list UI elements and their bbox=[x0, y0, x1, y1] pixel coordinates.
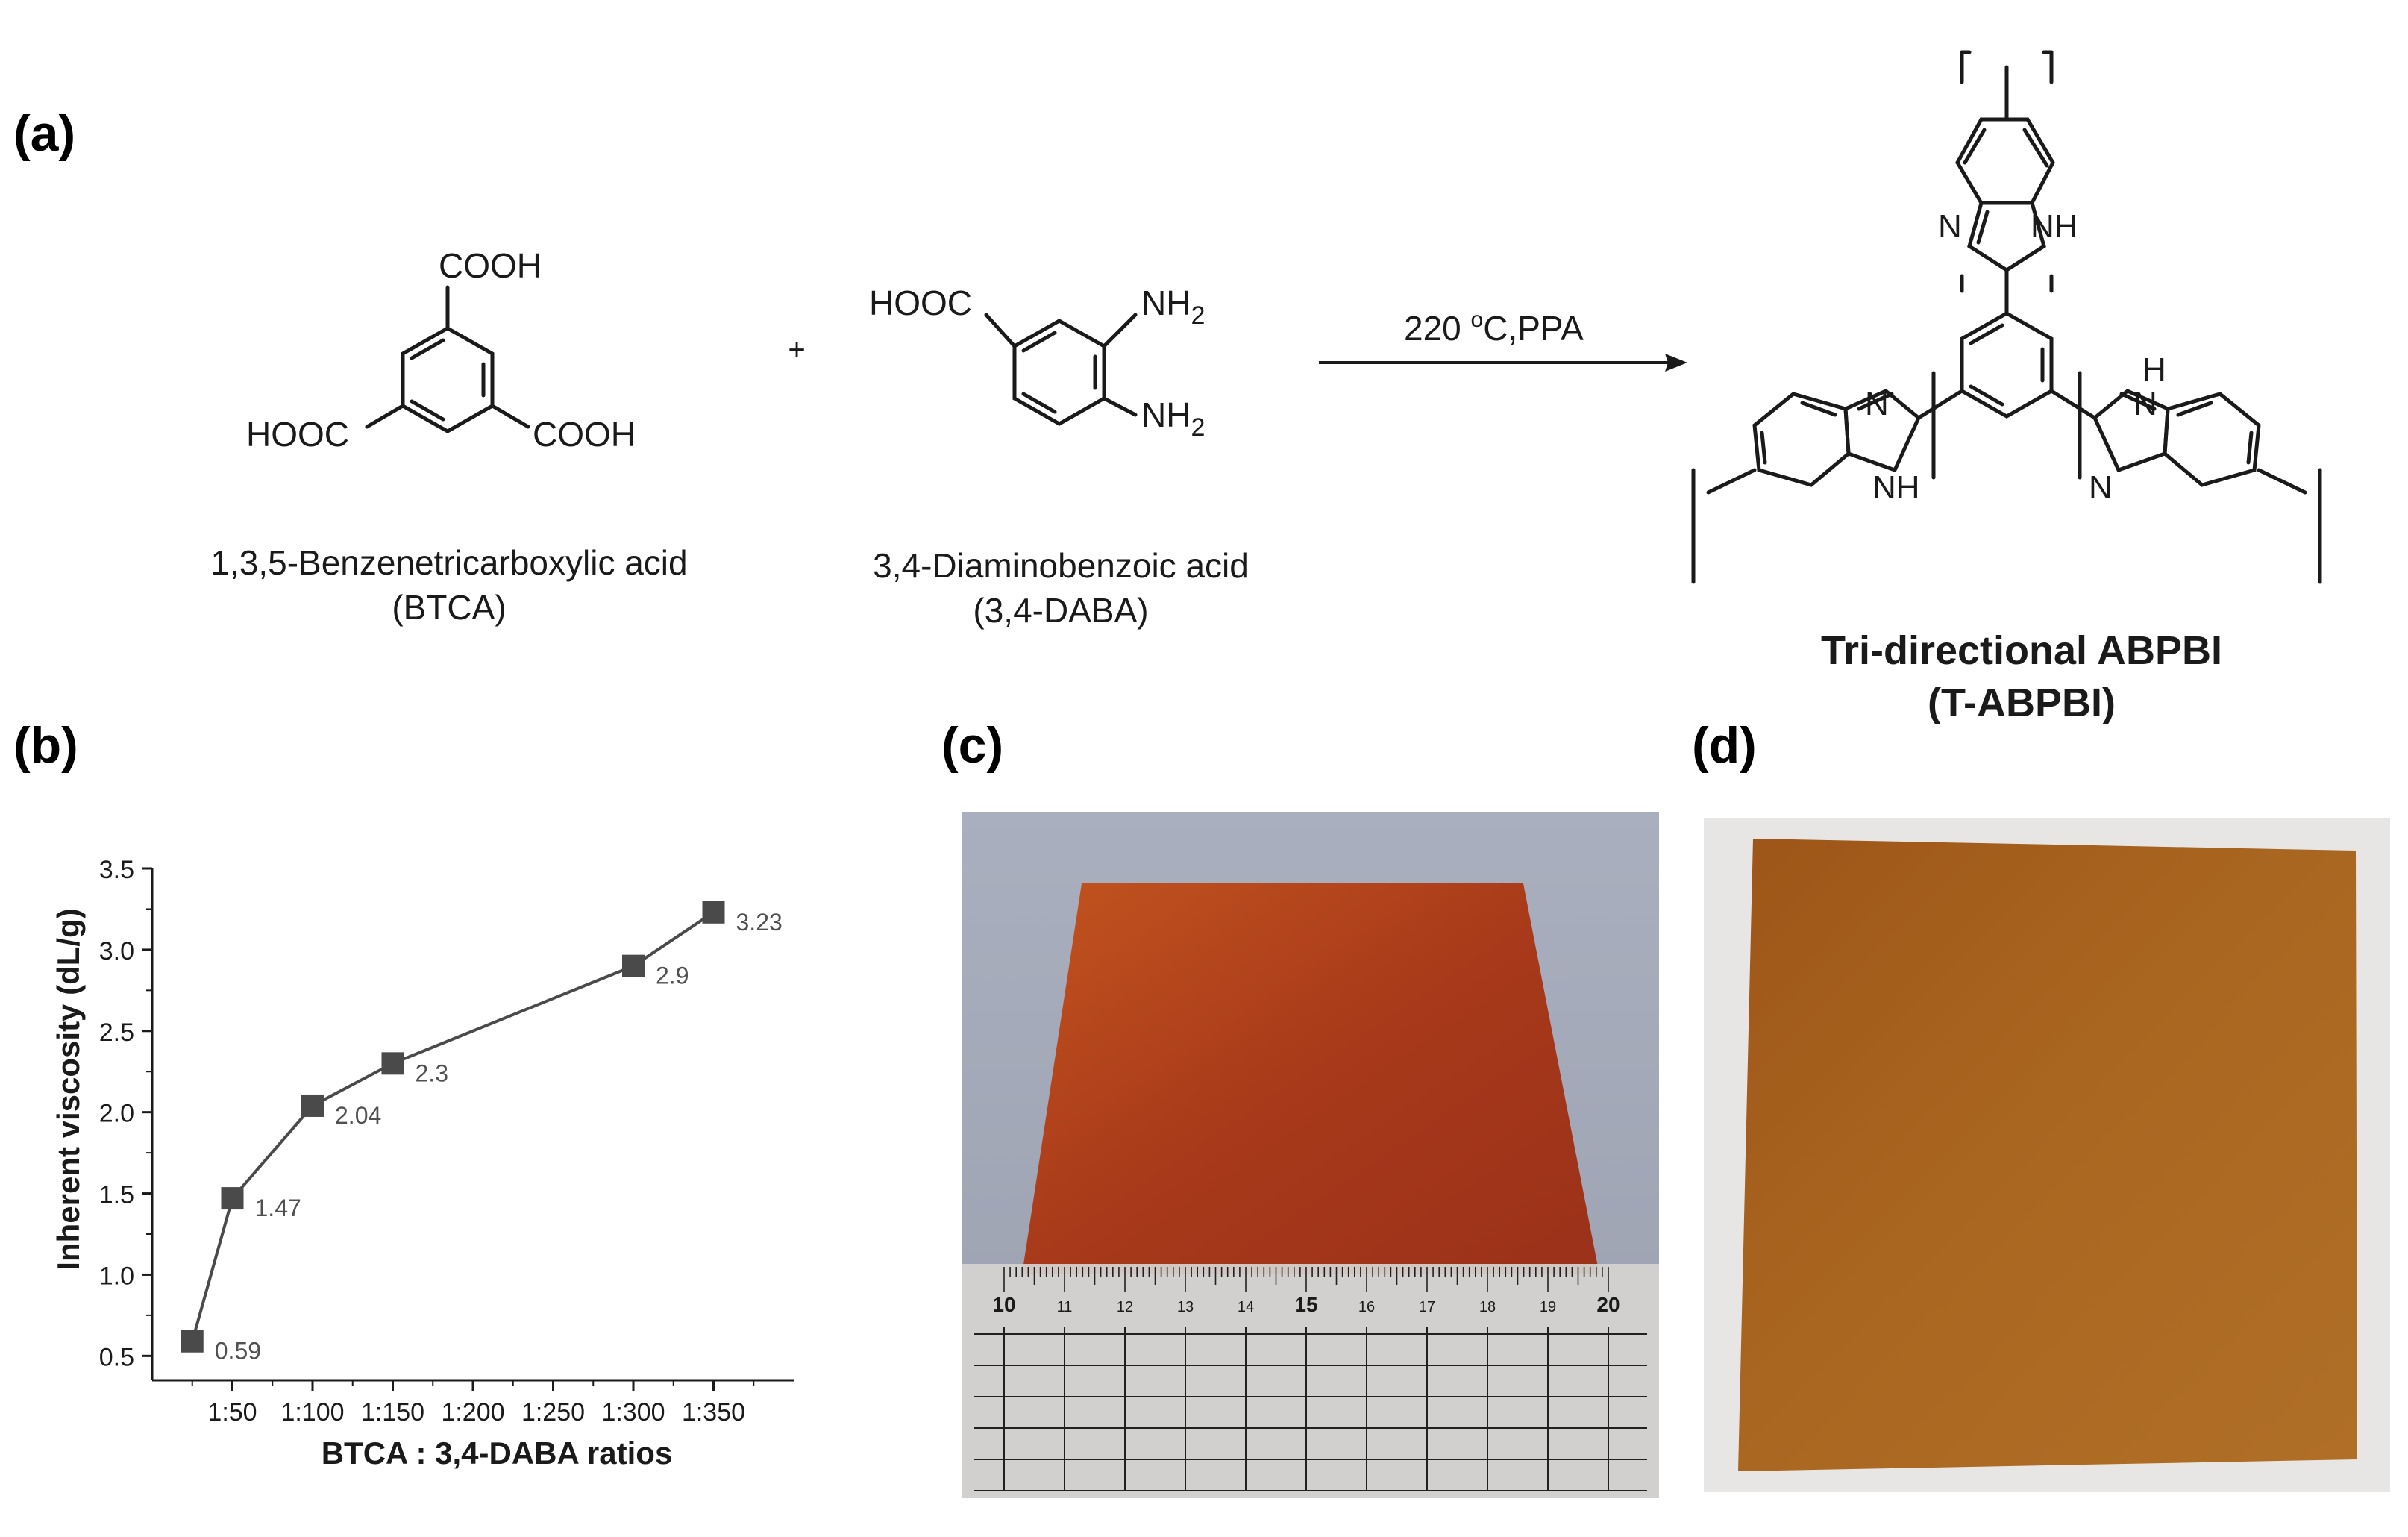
product-structure bbox=[1691, 50, 2322, 584]
ruler-number: 20 bbox=[1596, 1293, 1620, 1316]
product-n-left: N bbox=[1865, 386, 1889, 422]
panel-label-d: (d) bbox=[1692, 717, 1757, 774]
panel-label-a: (a) bbox=[13, 105, 76, 162]
ruler-number: 17 bbox=[1419, 1299, 1435, 1315]
product-n-right-nh: N bbox=[2133, 386, 2157, 422]
btca-bond-left bbox=[365, 404, 405, 429]
daba-bond-acid bbox=[984, 313, 1017, 348]
chart-y-tick-label: 3.0 bbox=[99, 937, 134, 965]
panel-label-c: (c) bbox=[941, 717, 1004, 774]
daba-amine-top: NH2 bbox=[1141, 284, 1205, 330]
chart-y-axis-label: Inherent viscosity (dL/g) bbox=[51, 908, 86, 1270]
chart-data-label: 0.59 bbox=[215, 1338, 261, 1365]
ruler-number: 16 bbox=[1358, 1299, 1375, 1315]
ruler-number: 10 bbox=[992, 1293, 1015, 1316]
daba-bond-amine2 bbox=[1102, 396, 1138, 417]
product-nh-top: NH bbox=[2031, 208, 2078, 245]
chart-y-tick-label: 2.5 bbox=[99, 1018, 134, 1047]
chart-data-point bbox=[702, 901, 725, 924]
chart-data-label: 2.9 bbox=[656, 962, 689, 989]
chart-data-point bbox=[221, 1187, 244, 1210]
film-photo-d bbox=[1704, 818, 2390, 1492]
daba-amine-bottom: NH2 bbox=[1141, 395, 1205, 442]
chart-x-tick-label: 1:100 bbox=[280, 1398, 344, 1427]
btca-name: 1,3,5-Benzenetricarboxylic acid bbox=[210, 543, 687, 582]
btca-top-group: COOH bbox=[439, 246, 542, 285]
chart-data-label: 2.3 bbox=[416, 1059, 448, 1086]
daba-benzene-ring bbox=[1012, 319, 1106, 426]
chart-x-tick-label: 1:150 bbox=[361, 1398, 424, 1427]
chart-y-tick-label: 1.0 bbox=[99, 1262, 134, 1290]
chart-data-point bbox=[181, 1330, 204, 1353]
product-name: Tri-directional ABPBI bbox=[1821, 628, 2222, 673]
chart-x-tick-label: 1:300 bbox=[601, 1398, 665, 1427]
ruler-number: 14 bbox=[1238, 1299, 1254, 1315]
chart-y-tick-label: 0.5 bbox=[99, 1343, 134, 1371]
chart-data-label: 2.04 bbox=[335, 1102, 381, 1129]
product-h-right: H bbox=[2142, 351, 2166, 388]
chart-x-tick-label: 1:50 bbox=[207, 1398, 257, 1427]
chart-x-tick-label: 1:250 bbox=[521, 1398, 585, 1427]
film-d bbox=[1738, 839, 2357, 1471]
btca-benzene-ring bbox=[401, 326, 495, 433]
film-photo-c-image: 10 11 12 13 14 15 16 17 18 19 20 bbox=[962, 812, 1659, 1498]
btca-right-group: COOH bbox=[533, 415, 636, 454]
panel-label-b: (b) bbox=[13, 717, 78, 774]
btca-left-group: HOOC bbox=[246, 415, 349, 454]
film-c bbox=[1022, 883, 1599, 1274]
ruler-number: 12 bbox=[1117, 1299, 1133, 1315]
daba-abbr: (3,4-DABA) bbox=[973, 591, 1148, 630]
btca-abbr: (BTCA) bbox=[392, 588, 506, 627]
ruler-number: 11 bbox=[1057, 1299, 1073, 1315]
daba-acid-group: HOOC bbox=[869, 284, 972, 322]
chart-data-point bbox=[381, 1052, 404, 1075]
film-photo-c: 10 11 12 13 14 15 16 17 18 19 20 bbox=[962, 812, 1659, 1498]
chart-x-tick-label: 1:200 bbox=[441, 1398, 504, 1427]
chart-y-tick-label: 2.0 bbox=[99, 1100, 134, 1128]
chart-x-tick-label: 1:350 bbox=[682, 1398, 745, 1427]
ruler-number: 18 bbox=[1479, 1299, 1496, 1315]
product-n-top: N bbox=[1938, 208, 1962, 245]
ruler-number: 15 bbox=[1294, 1293, 1317, 1316]
chart-data-point bbox=[301, 1094, 324, 1117]
product-abbr: (T-ABPBI) bbox=[1928, 680, 2116, 725]
chart-data-label: 3.23 bbox=[736, 909, 783, 936]
film-photo-d-image bbox=[1704, 818, 2390, 1492]
reaction-scheme: COOH HOOC COOH 1,3,5-Benzenetricarboxyli… bbox=[210, 50, 2322, 725]
daba-name: 3,4-Diaminobenzoic acid bbox=[873, 546, 1249, 585]
viscosity-chart: 0.5 1.0 1.5 2.0 2.5 3.0 3.5 1:50 1:100 1:150 1:200… bbox=[51, 856, 794, 1471]
chart-y-tick-label: 1.5 bbox=[99, 1181, 134, 1209]
chart-data-label: 1.47 bbox=[255, 1195, 301, 1221]
reaction-arrowhead bbox=[1665, 354, 1687, 372]
chart-data-point bbox=[622, 954, 645, 977]
daba-bond-amine1 bbox=[1102, 313, 1138, 348]
btca-bond-right bbox=[490, 404, 530, 429]
ruler-number: 19 bbox=[1540, 1299, 1556, 1315]
chart-x-axis-label: BTCA : 3,4-DABA ratios bbox=[322, 1436, 673, 1471]
chart-y-tick-label: 3.5 bbox=[99, 856, 134, 884]
ruler-number: 13 bbox=[1177, 1299, 1194, 1315]
product-nh-left: NH bbox=[1872, 469, 1920, 506]
plus-sign: + bbox=[788, 334, 805, 366]
reaction-conditions: 220 oC,PPA bbox=[1404, 307, 1584, 348]
chart-series-line bbox=[190, 911, 715, 1342]
product-n-right: N bbox=[2089, 469, 2113, 506]
